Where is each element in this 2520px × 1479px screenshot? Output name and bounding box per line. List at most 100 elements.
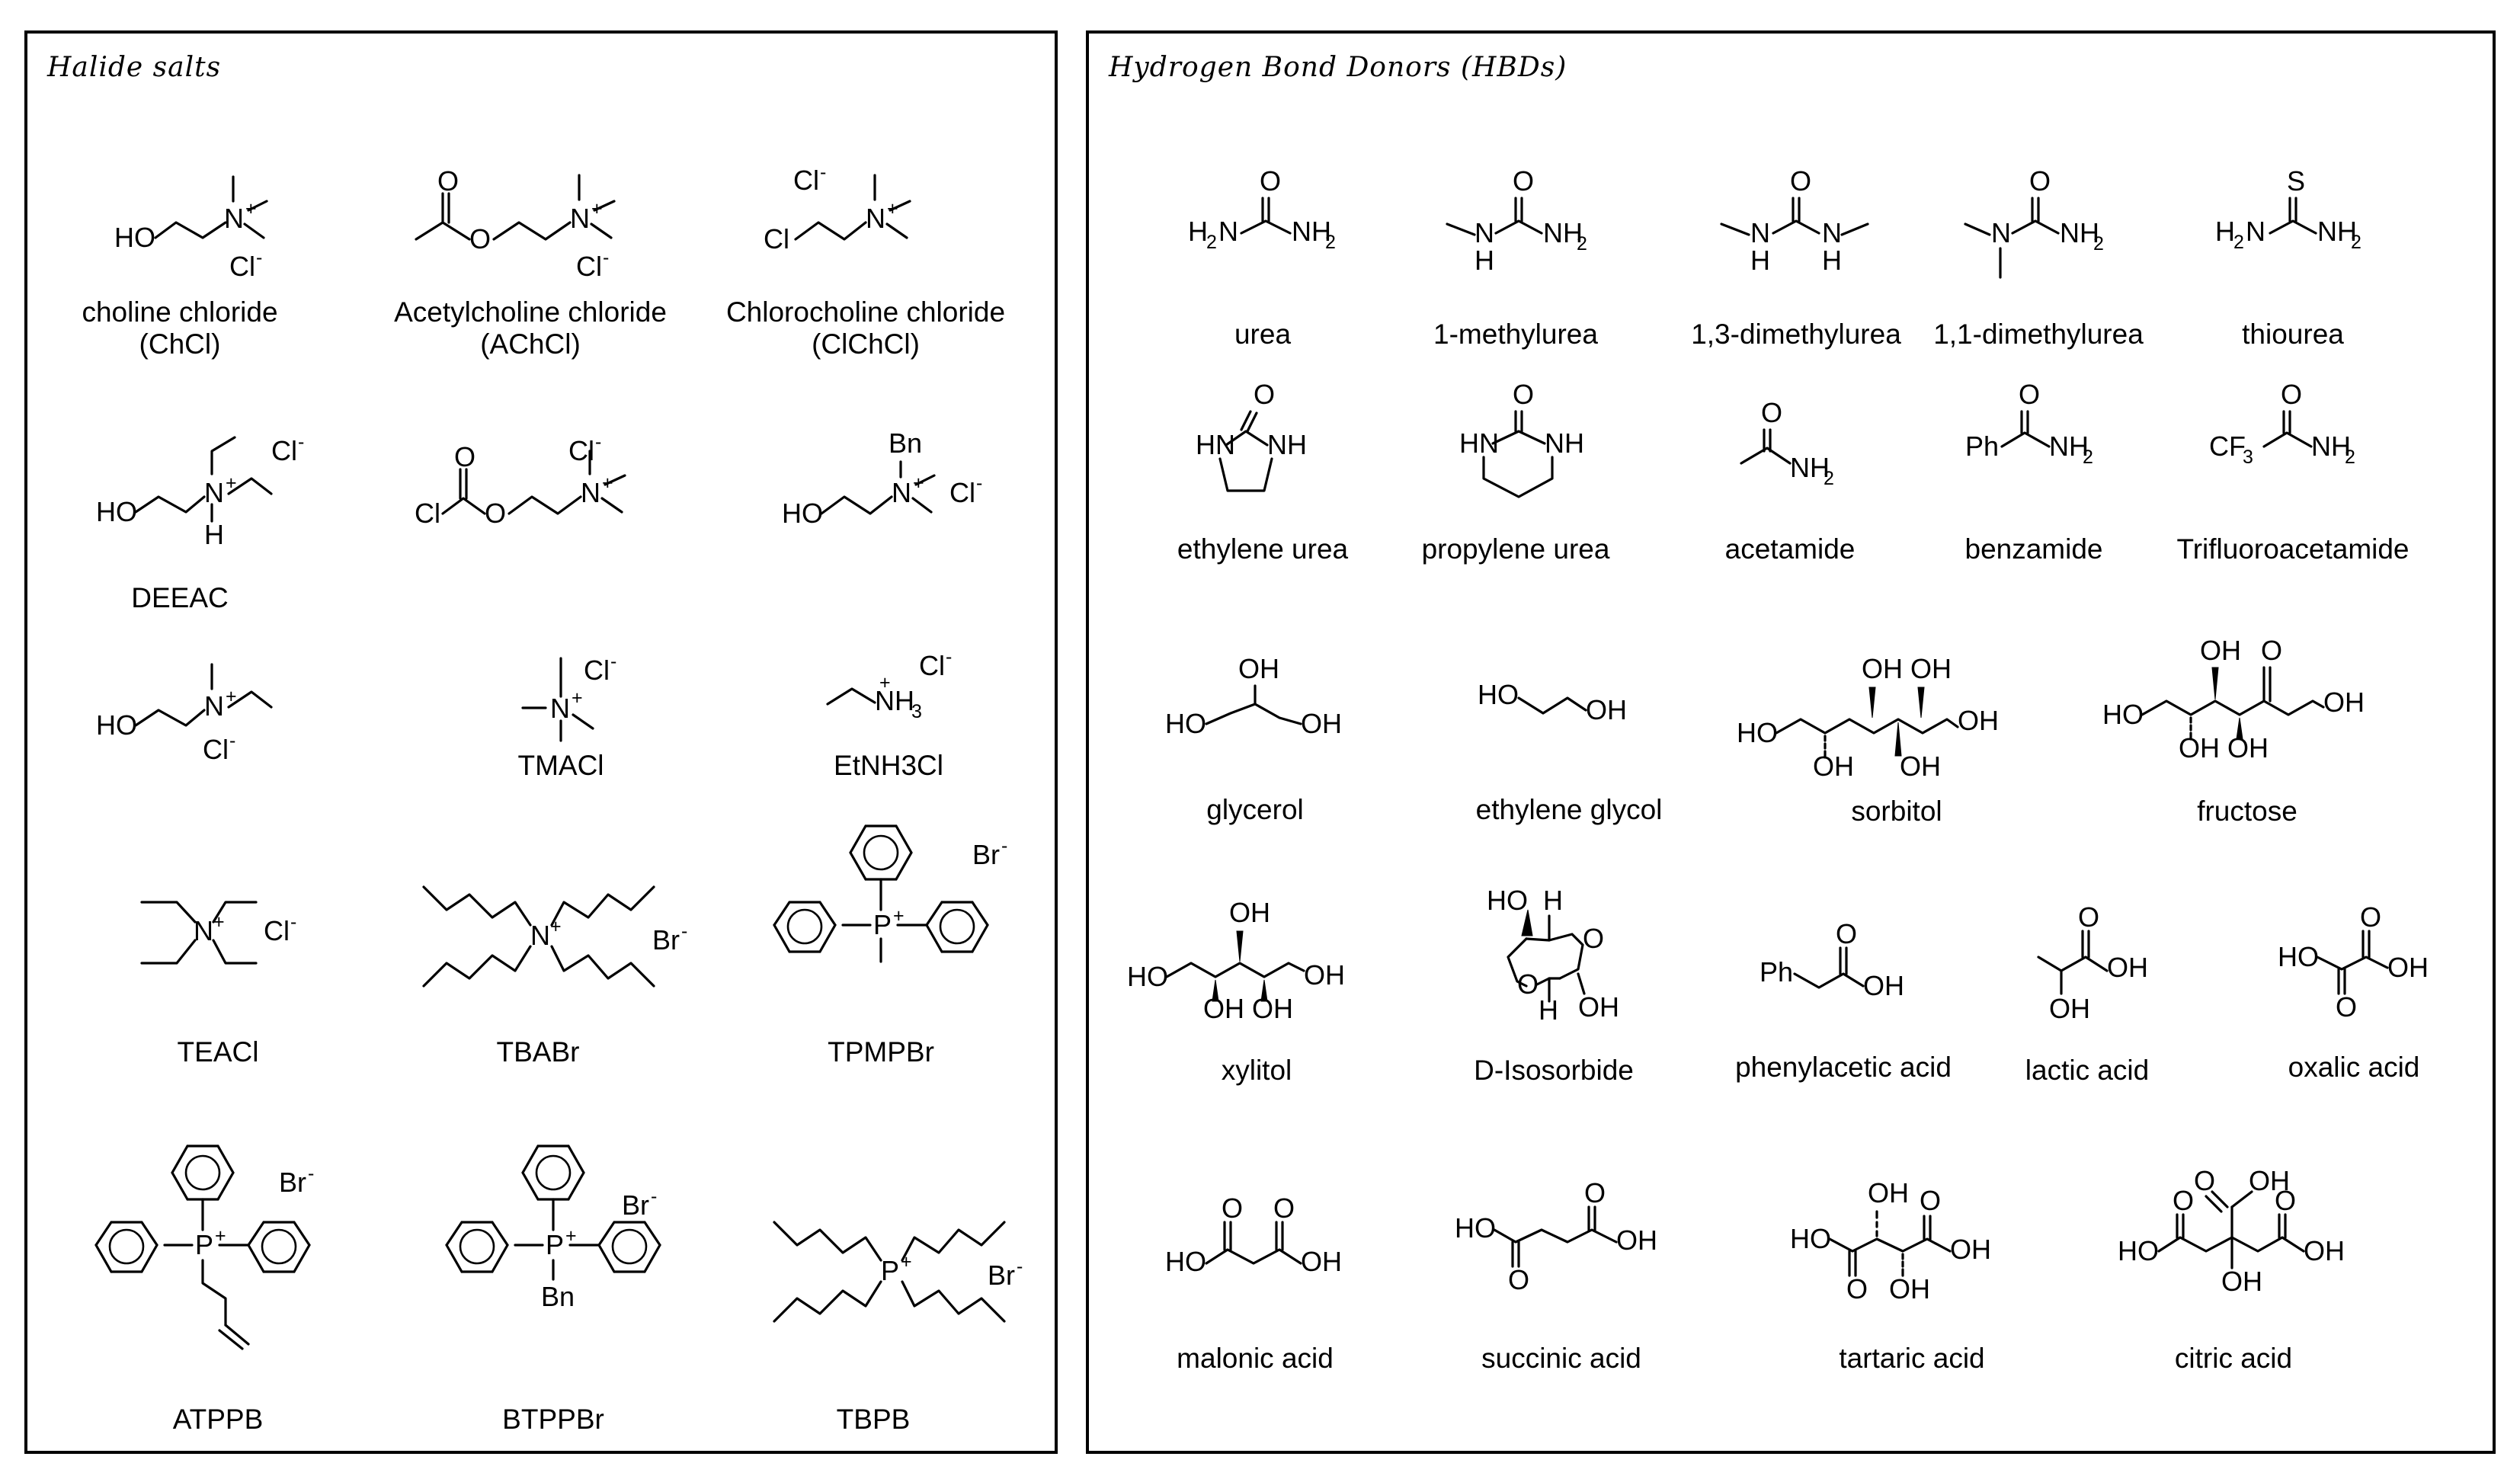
- atom-label: O: [2019, 379, 2040, 410]
- subscript: 2: [2093, 233, 2104, 255]
- compound-tpmpbr: P + Br - TPMPBr: [736, 811, 1033, 1085]
- compound-name: citric acid: [2174, 1343, 2293, 1374]
- structure-1-methylurea: O N H NH 2: [1446, 165, 1587, 276]
- atom-label: N: [1750, 217, 1770, 248]
- atom-label: OH: [1252, 993, 1293, 1024]
- atom-label: HN: [1459, 427, 1499, 459]
- subscript: 3: [911, 701, 922, 722]
- compound-name: Chlorocholine chloride(ClChCl): [725, 296, 1006, 360]
- compound-etnh3cl: NH 3 + Cl - EtNH3Cl: [797, 613, 980, 803]
- atom-label: HO: [1127, 961, 1168, 992]
- atom-label: Cl: [793, 165, 819, 196]
- subscript: 2: [2233, 232, 2244, 253]
- atom-label: O: [1260, 165, 1281, 197]
- atom-label: OH: [1868, 1177, 1909, 1208]
- compound-name: BTPPBr: [502, 1404, 604, 1435]
- atom-label: HO: [114, 222, 155, 253]
- charge: -: [308, 1163, 314, 1184]
- structure-lactic-acid: O OH OH: [2037, 901, 2148, 1024]
- compound-citric-acid: HO O O OH OH O OH citric acid: [2110, 1154, 2430, 1405]
- compound-d-isosorbide: HO H O O H OH D-Isosorbide: [1447, 872, 1676, 1116]
- atom-label: Cl: [229, 251, 255, 282]
- atom-label: Cl: [415, 498, 440, 529]
- structure-fructose: HO OH O OH OH OH: [2102, 635, 2365, 764]
- atom-label: O: [1513, 165, 1534, 197]
- structure-glycerol: OH HO OH: [1165, 653, 1342, 739]
- atom-label: O: [2261, 635, 2282, 666]
- subscript: 2: [2083, 447, 2093, 468]
- compound-thiourea: S H 2 N NH 2 thiourea: [2201, 148, 2384, 376]
- compound-name: D-Isosorbide: [1474, 1055, 1634, 1086]
- structure-ethylene-urea: O HN NH: [1196, 379, 1307, 492]
- atom-label: OH: [2179, 732, 2220, 764]
- compound-tartaric-acid: HO O OH OH O OH tartaric acid: [1782, 1161, 2041, 1405]
- atom-label: HO: [1478, 679, 1519, 710]
- compound-deeac: HO N + H Cl - DEEAC: [88, 399, 304, 628]
- atom-label: O: [2360, 901, 2381, 933]
- atom-label: N: [1475, 217, 1494, 248]
- compound-benzamide: O Ph NH 2 benzamide: [1935, 361, 2133, 590]
- structure-malonic-acid: HO O O OH: [1165, 1192, 1342, 1277]
- compound-name: urea: [1234, 319, 1292, 350]
- compound-chlorocholine-chloride: Cl - Cl N + Chlorocholine chloride(ClChC…: [726, 125, 1005, 376]
- atom-label: O: [2194, 1165, 2215, 1196]
- atom-label: NH: [1267, 429, 1307, 460]
- compound-phenylacetic-acid: Ph O OH phenylacetic acid: [1729, 872, 1958, 1116]
- compound-name: TPMPBr: [828, 1036, 934, 1068]
- atom-label: O: [1761, 397, 1782, 428]
- compound-acetylcholine-chloride: O O N + Cl - Acetylcholine chloride(AChC…: [394, 125, 667, 376]
- compound-name: propylene urea: [1421, 533, 1610, 565]
- atom-label: O: [1584, 1177, 1606, 1208]
- atom-label: P: [881, 1255, 899, 1286]
- compound-tbabr: N + Br - TBABr: [408, 818, 698, 1085]
- subscript: 2: [2345, 447, 2355, 468]
- compound-name: sorbitol: [1851, 796, 1942, 827]
- atom-label: OH: [2107, 952, 2148, 983]
- atom-label: O: [2029, 165, 2051, 197]
- atom-label: Cl: [203, 734, 229, 765]
- structure-chlorocholine-chloride: Cl - Cl N +: [764, 162, 911, 255]
- atom-label: O: [1836, 918, 1857, 949]
- atom-label: O: [1254, 379, 1275, 410]
- compound-name: glycerol: [1206, 794, 1304, 825]
- compound-name: TBABr: [496, 1036, 580, 1068]
- compound-ethylene-glycol: HO OH ethylene glycol: [1455, 628, 1683, 856]
- structure-benzamide: O Ph NH 2: [1965, 379, 2093, 468]
- atom-label: O: [1508, 1264, 1529, 1295]
- compound-name: lactic acid: [2025, 1055, 2150, 1086]
- atom-label: O: [2275, 1185, 2296, 1216]
- atom-label: Cl: [576, 251, 602, 282]
- atom-label: Br: [652, 924, 680, 956]
- atom-label: Cl: [949, 477, 975, 508]
- structure-teacl: N + Cl -: [140, 901, 296, 965]
- structure-sorbitol: HO OH OH OH OH OH: [1737, 653, 1999, 782]
- atom-label: O: [485, 498, 506, 529]
- compound-name: 1,3-dimethylurea: [1691, 319, 1901, 350]
- compound-name: 1,1-dimethylurea: [1933, 319, 2144, 350]
- compound-name: choline chloride(ChCl): [82, 296, 278, 360]
- structure-tbpb: P + Br -: [773, 1221, 1023, 1323]
- atom-label: H: [2215, 216, 2235, 247]
- compound-name: TBPB: [836, 1404, 911, 1435]
- atom-label: N: [194, 915, 213, 946]
- compound-name: ethylene glycol: [1475, 794, 1663, 825]
- compound-acetamide: O NH 2 acetamide: [1691, 361, 1889, 590]
- structure-tmacl: N + Cl -: [521, 651, 616, 742]
- atom-label: O: [2336, 991, 2357, 1023]
- atom-label: O: [1790, 165, 1811, 197]
- compound-ethyl-dimethyl-choline: HO N + Cl -: [88, 613, 317, 780]
- compound-name: TMACl: [517, 750, 604, 781]
- compound-atppb: P + Br - ATPPB: [50, 1116, 355, 1451]
- hbd-panel: Hydrogen Bond Donors (HBDs) O H 2 N NH 2…: [1086, 30, 2496, 1454]
- structure-oxalic-acid: HO O O OH: [2278, 901, 2429, 1023]
- compound-1-3-dimethylurea: O N H N H 1,3-dimethylurea: [1691, 148, 1904, 376]
- atom-label: Br: [279, 1167, 306, 1198]
- atom-label: HO: [2118, 1235, 2159, 1266]
- atom-label: O: [2078, 901, 2099, 933]
- atom-label: P: [546, 1229, 564, 1260]
- atom-label: O: [1846, 1273, 1868, 1305]
- atom-label: NH: [2060, 217, 2099, 248]
- compound-name: ethylene urea: [1177, 533, 1349, 565]
- atom-label: Cl: [584, 655, 610, 686]
- atom-label: O: [454, 441, 476, 472]
